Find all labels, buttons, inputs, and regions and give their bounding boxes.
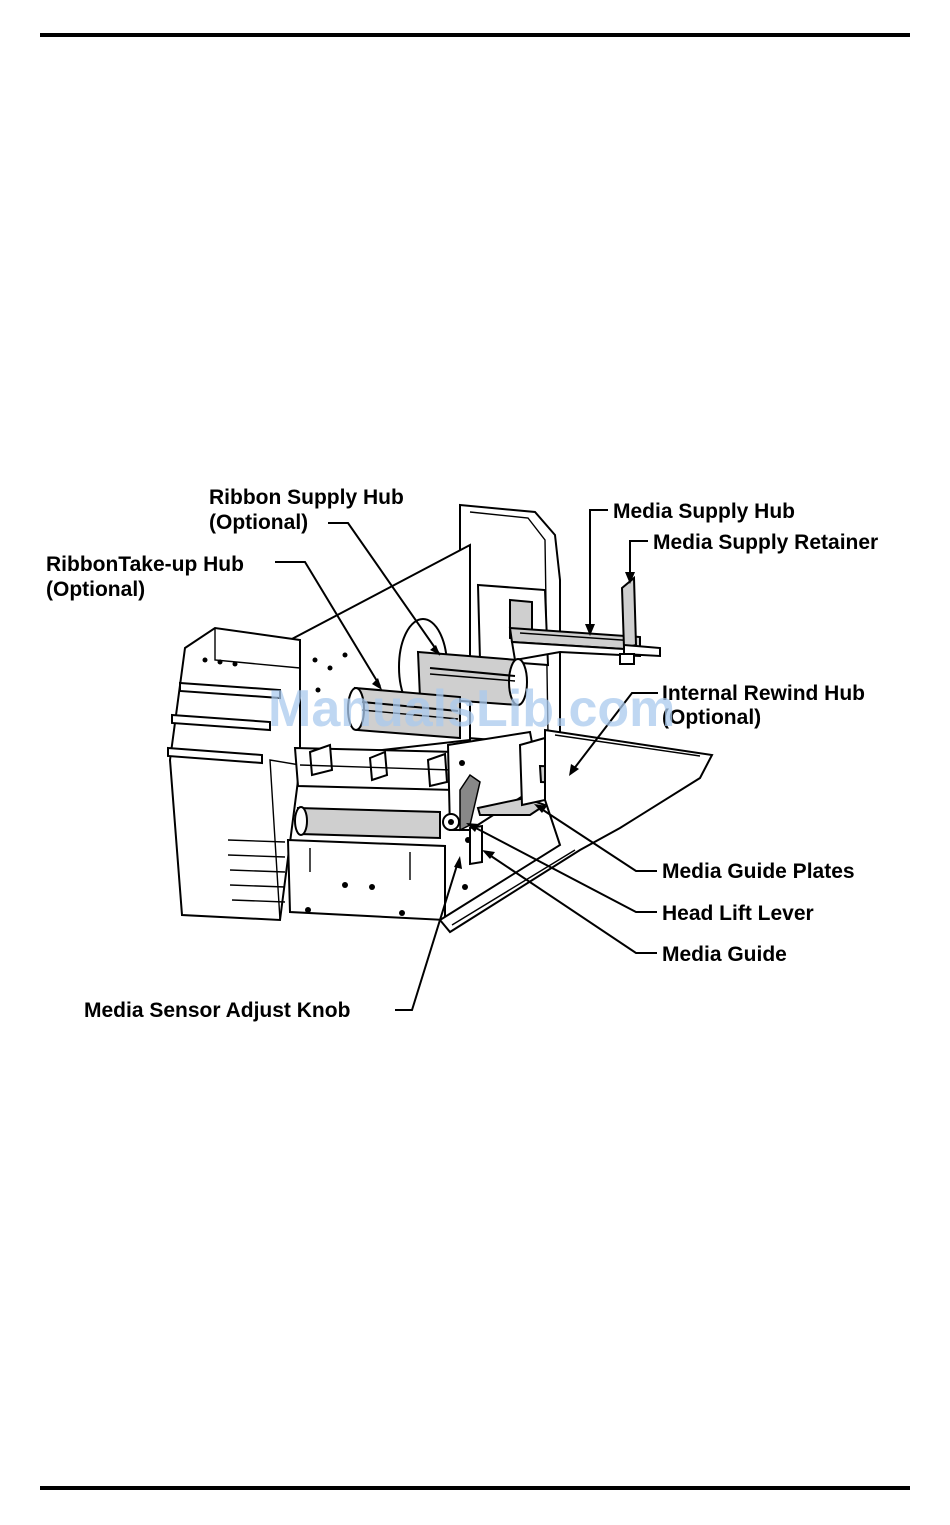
head-lift-lever-label: Head Lift Lever <box>662 902 814 925</box>
printer-parts-diagram: Ribbon Supply Hub (Optional) RibbonTake-… <box>0 470 950 1040</box>
left-housing <box>168 628 300 920</box>
media-guide-shape <box>462 826 482 890</box>
media-supply-retainer-shape <box>620 578 660 664</box>
media-guide-plates-label: Media Guide Plates <box>662 860 855 883</box>
ribbon-supply-hub-label: Ribbon Supply Hub <box>209 486 404 509</box>
media-supply-hub-label: Media Supply Hub <box>613 500 795 523</box>
ribbon-takeup-hub-label: RibbonTake-up Hub <box>46 553 244 576</box>
internal-rewind-hub-label: Internal Rewind Hub <box>662 682 865 705</box>
ribbon-supply-hub-optional-label: (Optional) <box>209 511 308 534</box>
top-rule <box>40 33 910 37</box>
media-sensor-adjust-knob-label: Media Sensor Adjust Knob <box>84 999 350 1022</box>
watermark: ManualsLib.com <box>268 680 675 738</box>
media-supply-retainer-label: Media Supply Retainer <box>653 531 878 554</box>
media-guide-label: Media Guide <box>662 943 787 966</box>
internal-rewind-hub-optional-label: (Optional) <box>662 706 761 729</box>
bottom-rule <box>40 1486 910 1490</box>
ribbon-takeup-hub-optional-label: (Optional) <box>46 578 145 601</box>
